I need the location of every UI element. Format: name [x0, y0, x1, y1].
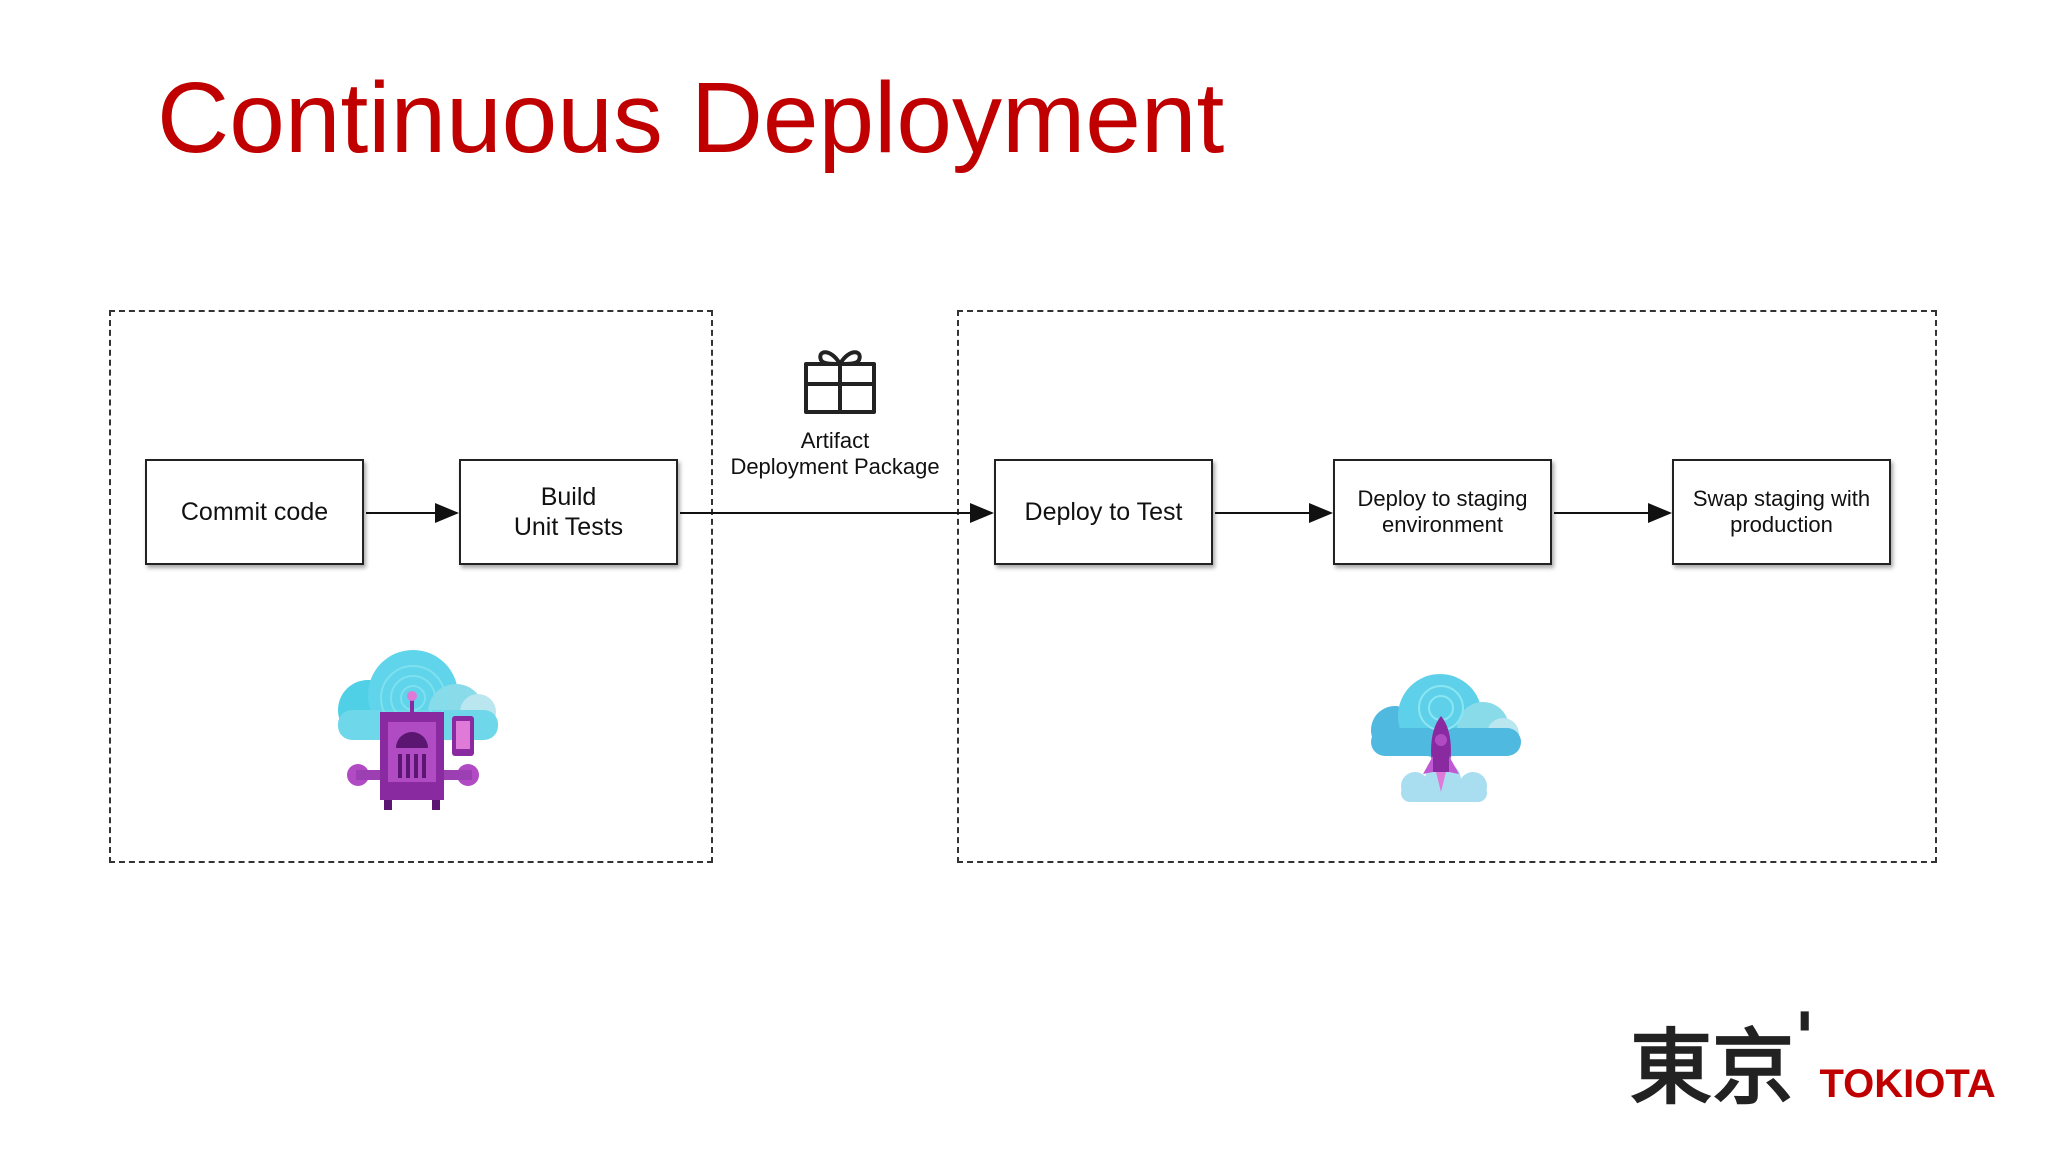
cloud-rocket-illustration — [1371, 674, 1521, 802]
cloud-factory-illustration — [338, 650, 498, 810]
step-swap-staging-label: Swap staging with production — [1692, 485, 1871, 537]
step-deploy-to-staging: Deploy to staging environment — [1333, 459, 1552, 565]
step-commit-code-label: Commit code — [180, 497, 329, 526]
step-swap-staging: Swap staging with production — [1672, 459, 1891, 565]
step-commit-code: Commit code — [145, 459, 364, 565]
step-build-label: Build Unit Tests — [513, 483, 624, 541]
step-deploy-to-staging-label: Deploy to staging environment — [1357, 485, 1528, 537]
logo-kanji: 東京 — [1630, 1021, 1795, 1116]
build-stage-group — [109, 310, 713, 863]
rocket-icon — [1423, 716, 1459, 792]
slide-title: Continuous Deployment — [157, 62, 1225, 174]
step-deploy-to-test-label: Deploy to Test — [1024, 497, 1183, 526]
release-stage-group — [957, 310, 1937, 863]
step-deploy-to-test: Deploy to Test — [994, 459, 1213, 565]
step-build: Build Unit Tests — [459, 459, 678, 565]
logo-wordmark: TOKIOTA — [1819, 1062, 1996, 1106]
logo-tick: ' — [1794, 998, 1816, 1080]
tokiota-logo: 東京 ' TOKIOTA — [1630, 1004, 1996, 1116]
artifact-label: Artifact Deployment Package — [730, 428, 940, 480]
gift-icon — [804, 350, 876, 414]
